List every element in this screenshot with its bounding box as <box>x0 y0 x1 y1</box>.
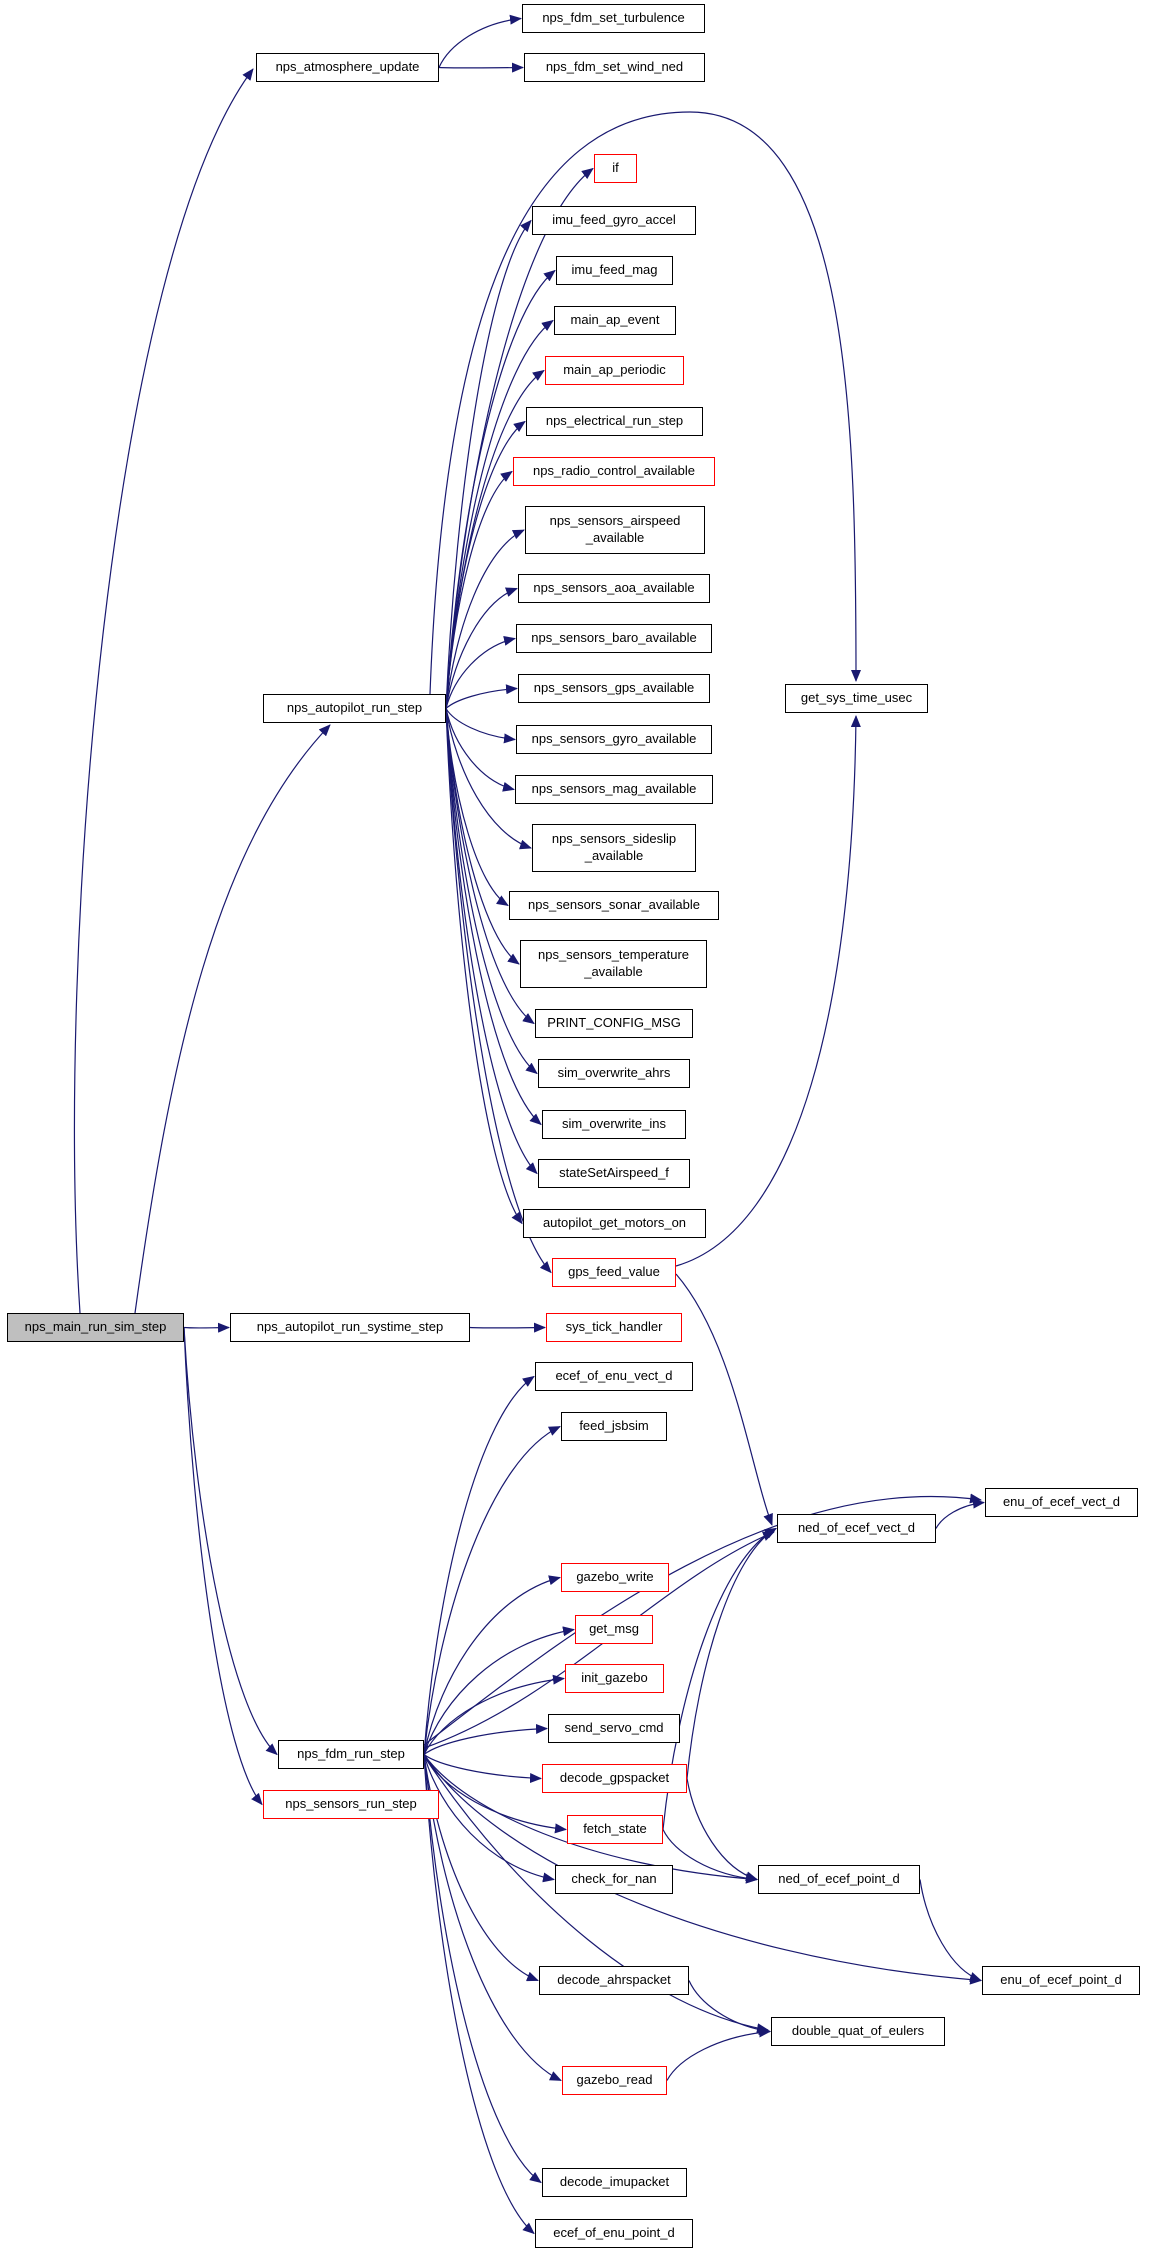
node-double_quat_of_eulers[interactable]: double_quat_of_eulers <box>771 2017 945 2046</box>
node-nps_sensors_sonar_available[interactable]: nps_sensors_sonar_available <box>509 891 719 920</box>
node-decode_imupacket[interactable]: decode_imupacket <box>542 2168 687 2197</box>
edge-nps_atmosphere_update-to-nps_fdm_set_turbulence <box>438 14 522 68</box>
node-check_for_nan[interactable]: check_for_nan <box>555 1865 673 1894</box>
node-nps_atmosphere_update[interactable]: nps_atmosphere_update <box>256 53 439 82</box>
edge-fetch_state-to-ned_of_ecef_point_d <box>662 1829 758 1884</box>
edge-nps_autopilot_run_step-to-nps_sensors_mag_available <box>445 708 515 792</box>
edge-nps_autopilot_run_step-to-imu_feed_mag <box>445 269 556 709</box>
edge-nps_autopilot_run_step-to-nps_sensors_gps_available <box>445 684 518 709</box>
node-decode_gpspacket[interactable]: decode_gpspacket <box>542 1764 687 1793</box>
edge-nps_autopilot_run_step-to-sim_overwrite_ahrs <box>445 708 538 1075</box>
node-nps_main_run_sim_step[interactable]: nps_main_run_sim_step <box>7 1313 184 1342</box>
node-nps_radio_control_available[interactable]: nps_radio_control_available <box>513 457 715 486</box>
node-imu_feed_gyro_accel[interactable]: imu_feed_gyro_accel <box>532 206 696 235</box>
edge-nps_main_run_sim_step-to-nps_fdm_run_step <box>183 1327 278 1756</box>
node-enu_of_ecef_point_d[interactable]: enu_of_ecef_point_d <box>982 1966 1140 1995</box>
edge-nps_fdm_run_step-to-ned_of_ecef_point_d <box>423 1754 758 1884</box>
edge-ned_of_ecef_vect_d-to-enu_of_ecef_vect_d <box>935 1498 985 1529</box>
edge-nps_fdm_run_step-to-ecef_of_enu_point_d <box>423 1754 535 2235</box>
edge-nps_fdm_run_step-to-send_servo_cmd <box>423 1723 548 1755</box>
node-gazebo_read[interactable]: gazebo_read <box>562 2066 667 2095</box>
node-decode_ahrspacket[interactable]: decode_ahrspacket <box>539 1966 689 1995</box>
edge-decode_ahrspacket-to-double_quat_of_eulers <box>688 1980 771 2035</box>
edge-nps_autopilot_run_step-to-PRINT_CONFIG_MSG <box>445 708 535 1025</box>
node-ned_of_ecef_vect_d[interactable]: ned_of_ecef_vect_d <box>777 1514 936 1543</box>
node-sys_tick_handler[interactable]: sys_tick_handler <box>546 1313 682 1342</box>
edge-decode_gpspacket-to-ned_of_ecef_vect_d <box>686 1527 777 1779</box>
edge-nps_autopilot_run_step-to-nps_sensors_sideslip_available <box>445 708 532 850</box>
node-nps_sensors_aoa_available[interactable]: nps_sensors_aoa_available <box>518 574 710 603</box>
edge-nps_main_run_sim_step-to-nps_sensors_run_step <box>183 1327 263 1806</box>
node-fetch_state[interactable]: fetch_state <box>567 1815 663 1844</box>
node-nps_fdm_set_turbulence[interactable]: nps_fdm_set_turbulence <box>522 4 705 33</box>
node-nps_fdm_set_wind_ned[interactable]: nps_fdm_set_wind_ned <box>524 53 705 82</box>
edge-nps_autopilot_run_step-to-nps_sensors_aoa_available <box>445 587 518 709</box>
edge-nps_fdm_run_step-to-ecef_of_enu_vect_d <box>423 1375 535 1755</box>
edge-nps_autopilot_run_step-to-sim_overwrite_ins <box>445 708 542 1126</box>
edge-nps_fdm_run_step-to-get_msg <box>423 1626 575 1755</box>
node-gps_feed_value[interactable]: gps_feed_value <box>552 1258 676 1287</box>
node-imu_feed_mag[interactable]: imu_feed_mag <box>556 256 673 285</box>
node-main_ap_event[interactable]: main_ap_event <box>554 306 676 335</box>
node-nps_fdm_run_step[interactable]: nps_fdm_run_step <box>278 1740 424 1769</box>
node-autopilot_get_motors_on[interactable]: autopilot_get_motors_on <box>523 1209 706 1238</box>
edge-nps_autopilot_run_step-to-nps_sensors_baro_available <box>445 635 516 709</box>
node-nps_electrical_run_step[interactable]: nps_electrical_run_step <box>526 407 703 436</box>
node-nps_sensors_mag_available[interactable]: nps_sensors_mag_available <box>515 775 713 804</box>
node-gazebo_write[interactable]: gazebo_write <box>561 1563 669 1592</box>
edge-gps_feed_value-to-get_sys_time_usec <box>675 715 861 1267</box>
edge-nps_fdm_run_step-to-decode_ahrspacket <box>423 1754 539 1982</box>
node-feed_jsbsim[interactable]: feed_jsbsim <box>561 1412 667 1441</box>
node-send_servo_cmd[interactable]: send_servo_cmd <box>548 1714 680 1743</box>
edge-nps_autopilot_run_step-to-get_sys_time_usec <box>429 111 861 695</box>
edge-gps_feed_value-to-ned_of_ecef_vect_d <box>675 1273 773 1526</box>
edge-nps_fdm_run_step-to-init_gazebo <box>423 1674 565 1755</box>
node-ned_of_ecef_point_d[interactable]: ned_of_ecef_point_d <box>758 1865 920 1894</box>
node-stateSetAirspeed_f[interactable]: stateSetAirspeed_f <box>538 1159 690 1188</box>
edge-nps_fdm_run_step-to-decode_imupacket <box>423 1754 542 2184</box>
edge-nps_fdm_run_step-to-check_for_nan <box>423 1754 555 1883</box>
edge-nps_autopilot_run_step-to-nps_radio_control_available <box>445 470 513 709</box>
node-get_sys_time_usec[interactable]: get_sys_time_usec <box>785 684 928 713</box>
node-if[interactable]: if <box>594 154 637 183</box>
node-PRINT_CONFIG_MSG[interactable]: PRINT_CONFIG_MSG <box>535 1009 693 1038</box>
edge-nps_fdm_run_step-to-gazebo_write <box>423 1575 561 1755</box>
edge-nps_fdm_run_step-to-enu_of_ecef_point_d <box>423 1754 982 1985</box>
node-nps_sensors_baro_available[interactable]: nps_sensors_baro_available <box>516 624 712 653</box>
node-main_ap_periodic[interactable]: main_ap_periodic <box>545 356 684 385</box>
edge-nps_fdm_run_step-to-enu_of_ecef_vect_d <box>423 1493 982 1746</box>
node-nps_sensors_gyro_available[interactable]: nps_sensors_gyro_available <box>516 725 712 754</box>
edge-nps_autopilot_run_step-to-imu_feed_gyro_accel <box>445 219 532 709</box>
node-nps_sensors_run_step[interactable]: nps_sensors_run_step <box>263 1790 439 1819</box>
edge-ned_of_ecef_point_d-to-enu_of_ecef_point_d <box>919 1879 982 1982</box>
node-nps_sensors_sideslip_available[interactable]: nps_sensors_sideslip _available <box>532 824 696 872</box>
edge-decode_gpspacket-to-ned_of_ecef_point_d <box>686 1778 758 1882</box>
edge-gazebo_read-to-double_quat_of_eulers <box>666 2027 771 2081</box>
node-sim_overwrite_ins[interactable]: sim_overwrite_ins <box>542 1110 686 1139</box>
edge-nps_fdm_run_step-to-gazebo_read <box>423 1754 562 2082</box>
node-nps_autopilot_run_step[interactable]: nps_autopilot_run_step <box>263 694 446 723</box>
edge-nps_fdm_run_step-to-feed_jsbsim <box>423 1425 561 1755</box>
node-sim_overwrite_ahrs[interactable]: sim_overwrite_ahrs <box>538 1059 690 1088</box>
edge-nps_fdm_run_step-to-decode_gpspacket <box>423 1754 542 1784</box>
node-nps_autopilot_run_systime_step[interactable]: nps_autopilot_run_systime_step <box>230 1313 470 1342</box>
node-init_gazebo[interactable]: init_gazebo <box>565 1664 664 1693</box>
edge-nps_main_run_sim_step-to-nps_autopilot_run_step <box>134 724 331 1314</box>
node-nps_sensors_airspeed_available[interactable]: nps_sensors_airspeed _available <box>525 506 705 554</box>
edge-nps_autopilot_run_step-to-nps_sensors_gyro_available <box>445 708 516 744</box>
edge-nps_autopilot_run_step-to-nps_sensors_airspeed_available <box>445 529 525 709</box>
edge-nps_autopilot_run_step-to-autopilot_get_motors_on <box>445 708 523 1225</box>
node-nps_sensors_gps_available[interactable]: nps_sensors_gps_available <box>518 674 710 703</box>
edge-nps_fdm_run_step-to-double_quat_of_eulers <box>423 1755 769 2034</box>
node-get_msg[interactable]: get_msg <box>575 1615 653 1644</box>
edge-nps_autopilot_run_step-to-if <box>445 167 594 709</box>
node-ecef_of_enu_point_d[interactable]: ecef_of_enu_point_d <box>535 2219 693 2248</box>
edge-nps_main_run_sim_step-to-nps_atmosphere_update <box>73 68 254 1314</box>
node-ecef_of_enu_vect_d[interactable]: ecef_of_enu_vect_d <box>535 1362 693 1391</box>
node-enu_of_ecef_vect_d[interactable]: enu_of_ecef_vect_d <box>985 1488 1138 1517</box>
node-nps_sensors_temperature_available[interactable]: nps_sensors_temperature _available <box>520 940 707 988</box>
